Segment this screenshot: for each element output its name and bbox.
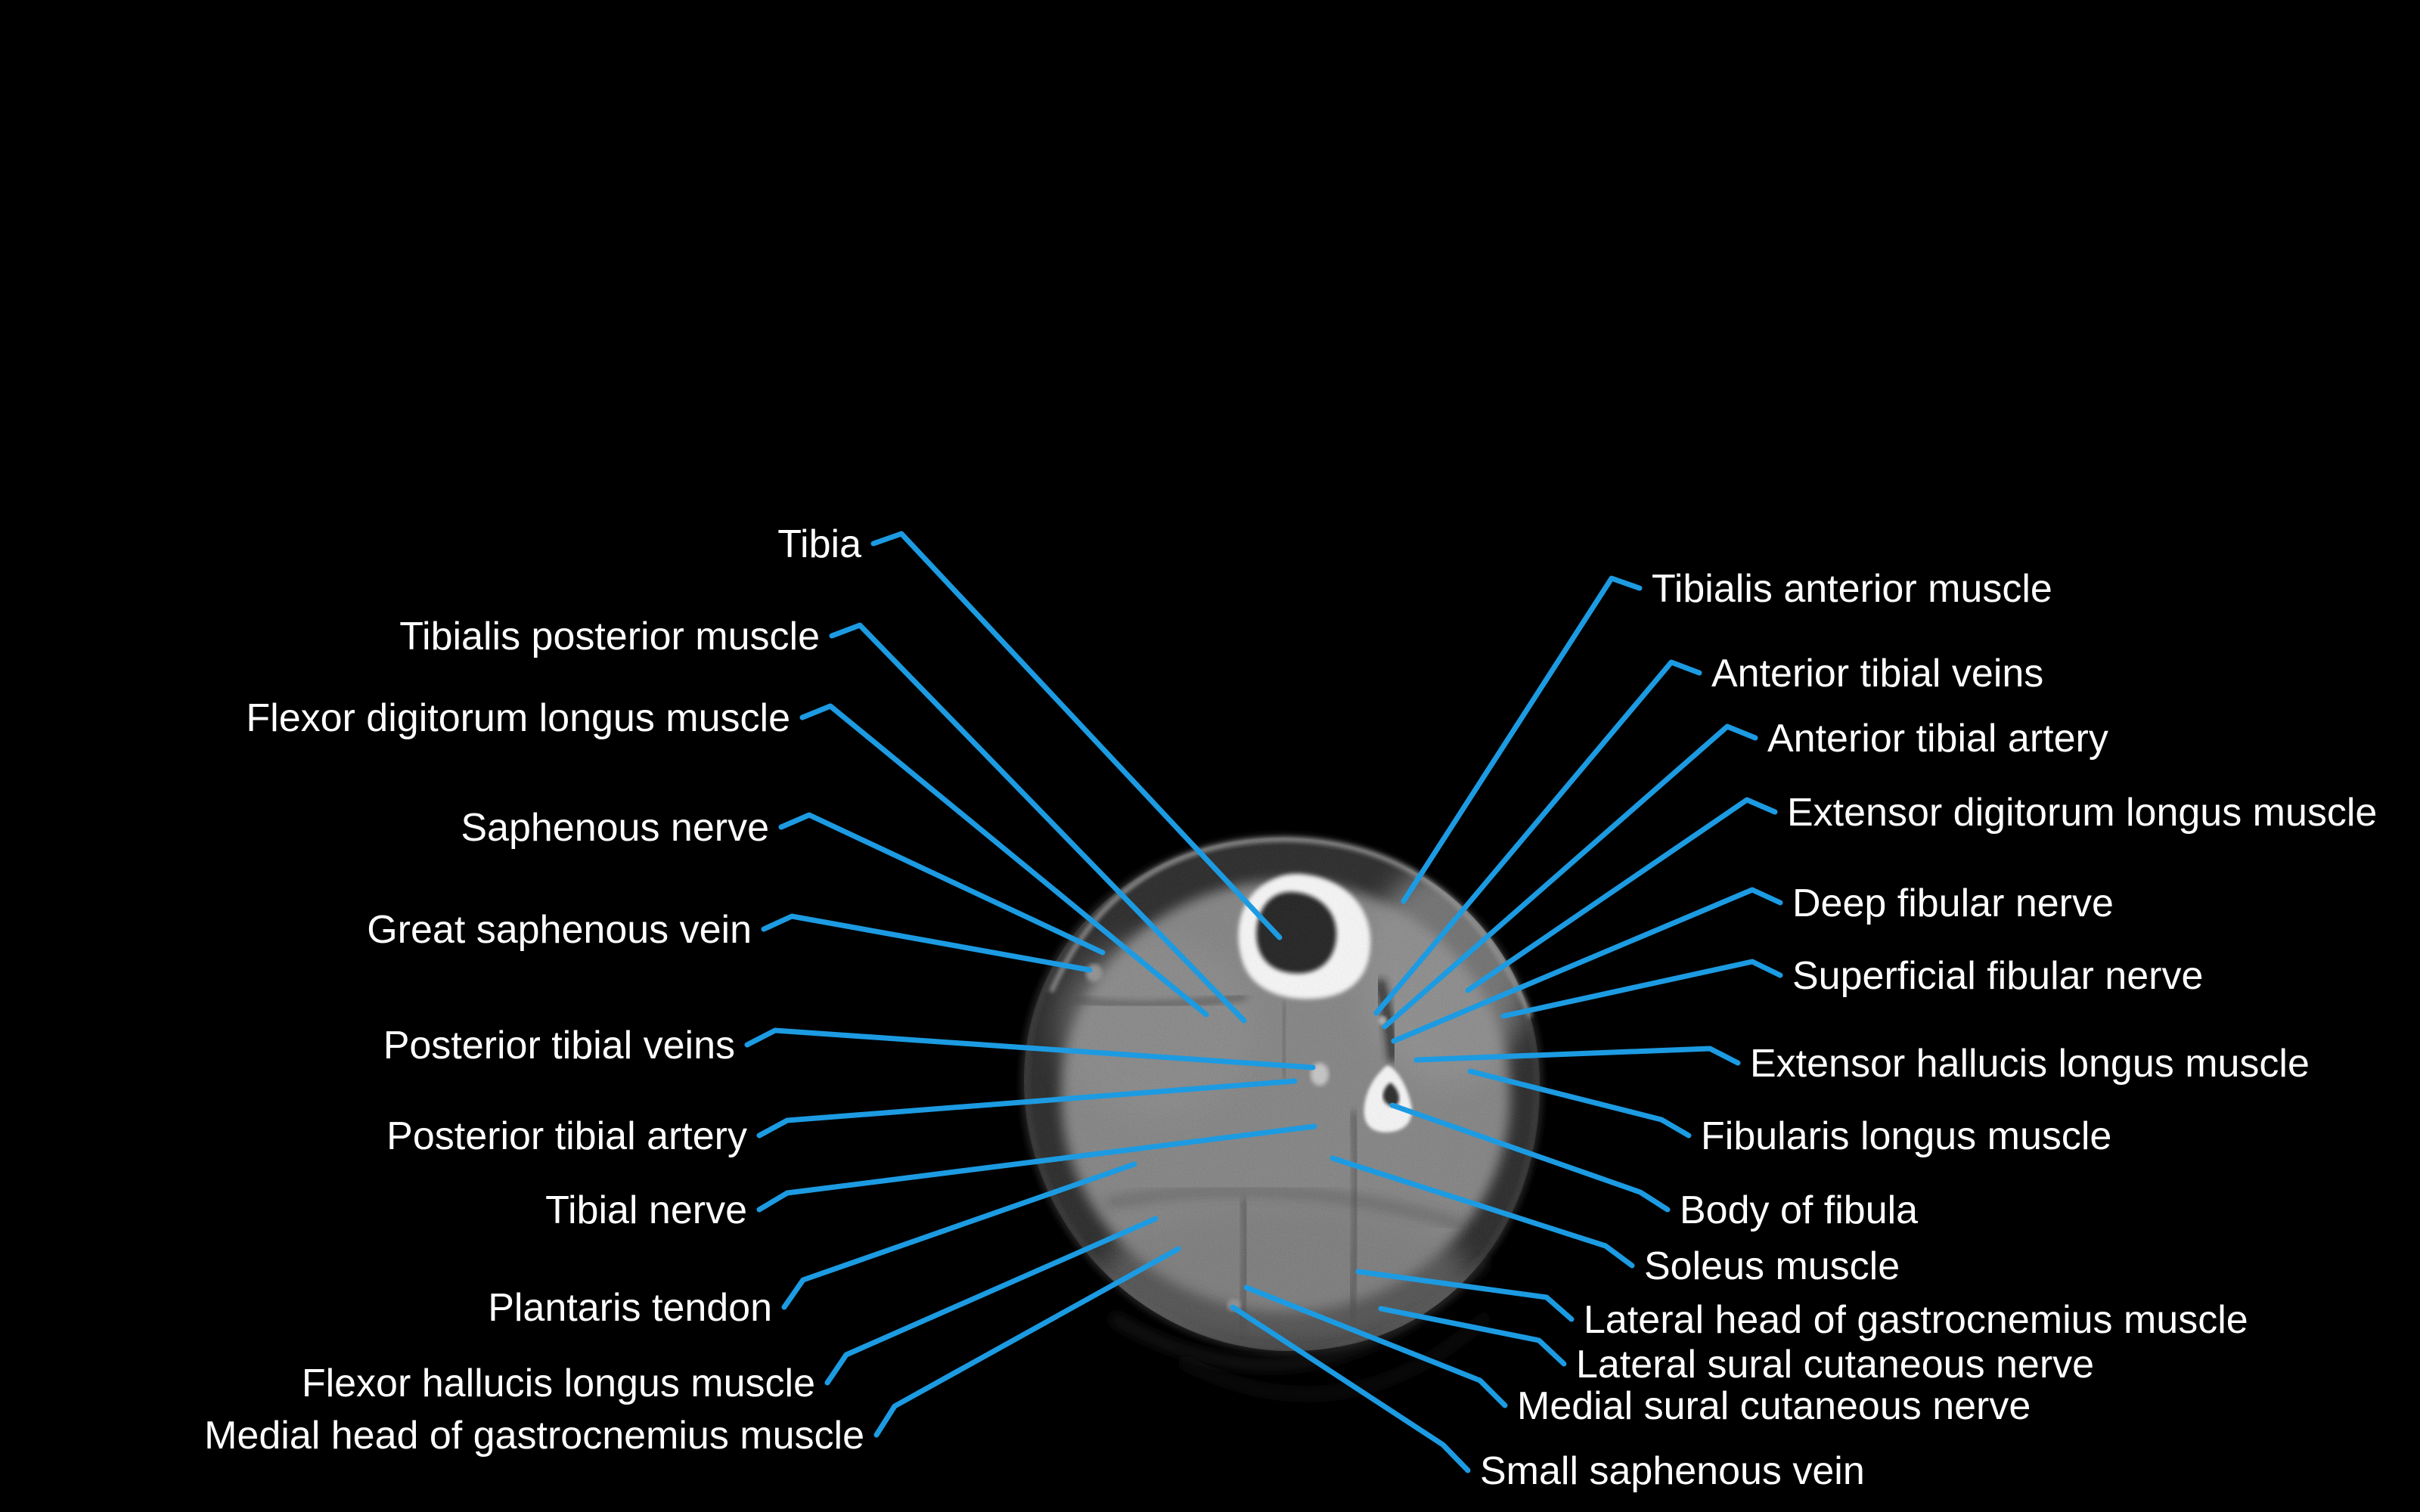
label-tibial-nerve: Tibial nerve bbox=[545, 1188, 747, 1232]
label-tibia: Tibia bbox=[777, 522, 861, 566]
leader-line-medial-head-of-gastrocnemius-muscle bbox=[873, 1246, 1181, 1438]
label-flexor-digitorum-longus-muscle: Flexor digitorum longus muscle bbox=[246, 696, 790, 740]
leader-line-flexor-digitorum-longus-muscle bbox=[799, 703, 1209, 1018]
leader-line-tibia bbox=[870, 531, 1283, 940]
label-plantaris-tendon: Plantaris tendon bbox=[488, 1286, 772, 1330]
label-saphenous-nerve: Saphenous nerve bbox=[461, 806, 769, 850]
leader-line-saphenous-nerve bbox=[778, 812, 1106, 956]
label-anterior-tibial-veins: Anterior tibial veins bbox=[1711, 652, 2043, 696]
label-extensor-hallucis-longus-muscle: Extensor hallucis longus muscle bbox=[1750, 1042, 2310, 1086]
label-medial-head-of-gastrocnemius-muscle: Medial head of gastrocnemius muscle bbox=[204, 1414, 864, 1458]
label-posterior-tibial-veins: Posterior tibial veins bbox=[383, 1024, 735, 1067]
label-extensor-digitorum-longus-muscle: Extensor digitorum longus muscle bbox=[1787, 791, 2377, 835]
label-lateral-sural-cutaneous-nerve: Lateral sural cutaneous nerve bbox=[1576, 1343, 2094, 1387]
leader-line-small-saphenous-vein bbox=[1230, 1304, 1471, 1473]
leader-line-great-saphenous-vein bbox=[761, 913, 1093, 973]
label-soleus-muscle: Soleus muscle bbox=[1644, 1244, 1900, 1288]
leader-line-extensor-digitorum-longus-muscle bbox=[1465, 797, 1778, 993]
label-tibialis-anterior-muscle: Tibialis anterior muscle bbox=[1652, 567, 2052, 611]
label-posterior-tibial-artery: Posterior tibial artery bbox=[386, 1114, 747, 1158]
leader-line-flexor-hallucis-longus-muscle bbox=[824, 1216, 1159, 1386]
leader-line-superficial-fibular-nerve bbox=[1500, 959, 1783, 1019]
label-flexor-hallucis-longus-muscle: Flexor hallucis longus muscle bbox=[302, 1362, 815, 1405]
label-anterior-tibial-artery: Anterior tibial artery bbox=[1767, 717, 2108, 761]
leader-line-deep-fibular-nerve bbox=[1391, 887, 1783, 1044]
leader-line-plantaris-tendon bbox=[781, 1161, 1137, 1310]
label-small-saphenous-vein: Small saphenous vein bbox=[1480, 1449, 1865, 1493]
leader-line-anterior-tibial-veins bbox=[1373, 659, 1702, 1016]
leader-line-soleus-muscle bbox=[1329, 1155, 1635, 1269]
label-deep-fibular-nerve: Deep fibular nerve bbox=[1792, 881, 2114, 925]
leader-line-body-of-fibula bbox=[1389, 1102, 1671, 1213]
posterior-skin-arc-faint bbox=[1178, 1313, 1491, 1398]
label-tibialis-posterior-muscle: Tibialis posterior muscle bbox=[399, 615, 820, 658]
leader-line-fibularis-longus-muscle bbox=[1467, 1068, 1692, 1139]
label-fibularis-longus-muscle: Fibularis longus muscle bbox=[1701, 1114, 2111, 1158]
label-body-of-fibula: Body of fibula bbox=[1680, 1188, 1918, 1232]
leader-line-anterior-tibial-artery bbox=[1382, 723, 1758, 1030]
label-great-saphenous-vein: Great saphenous vein bbox=[367, 908, 752, 952]
leader-line-medial-sural-cutaneous-nerve bbox=[1243, 1284, 1508, 1408]
leader-line-lateral-sural-cutaneous-nerve bbox=[1378, 1306, 1567, 1367]
leader-line-tibialis-posterior-muscle bbox=[829, 622, 1247, 1024]
label-lateral-head-of-gastrocnemius-muscle: Lateral head of gastrocnemius muscle bbox=[1584, 1298, 2248, 1342]
leader-line-posterior-tibial-veins bbox=[744, 1027, 1316, 1070]
leader-line-tibial-nerve bbox=[756, 1123, 1317, 1213]
label-medial-sural-cutaneous-nerve: Medial sural cutaneous nerve bbox=[1517, 1384, 2031, 1428]
leader-line-extensor-hallucis-longus-muscle bbox=[1413, 1046, 1741, 1066]
leader-line-lateral-head-of-gastrocnemius-muscle bbox=[1355, 1269, 1575, 1322]
leader-line-tibialis-anterior-muscle bbox=[1401, 575, 1643, 904]
label-superficial-fibular-nerve: Superficial fibular nerve bbox=[1792, 954, 2203, 998]
leader-line-posterior-tibial-artery bbox=[756, 1078, 1298, 1139]
